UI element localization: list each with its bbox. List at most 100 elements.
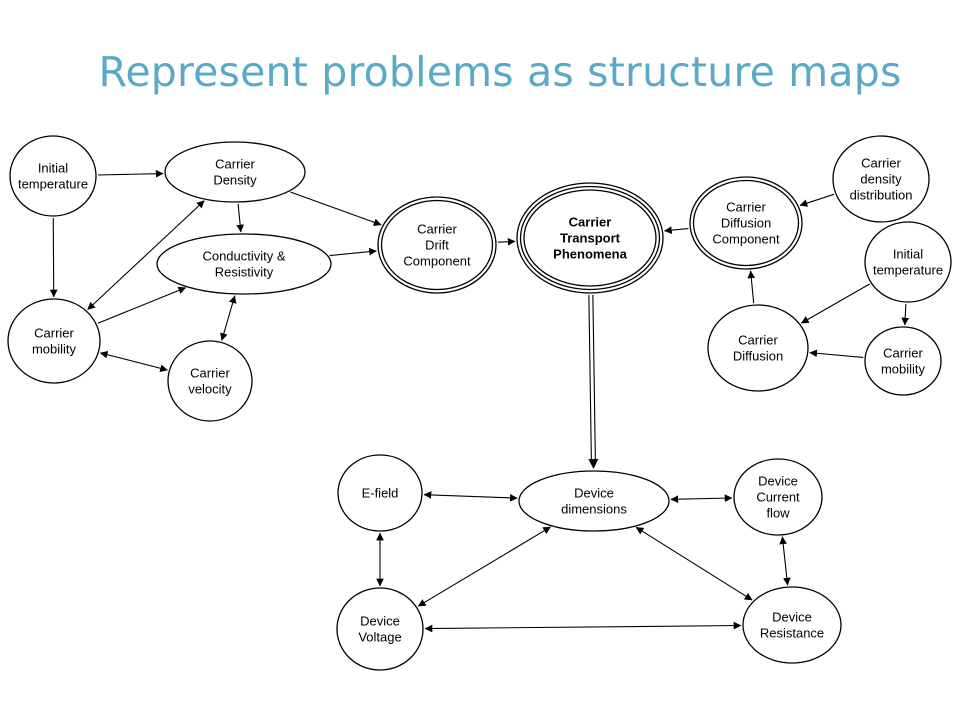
edge-carrier-diffusion-component-to-carrier-transport-phenomena — [664, 226, 689, 234]
node-label-line: Initial — [893, 247, 923, 262]
edge-carrier-mobility-left-to-conductivity-resistivity — [97, 286, 187, 324]
node-label-line: Carrier — [417, 222, 457, 237]
node-label-line: distribution — [850, 188, 913, 203]
node-label: Conductivity &Resistivity — [202, 249, 285, 280]
node-shape — [707, 304, 809, 392]
node-label-line: temperature — [873, 263, 943, 278]
node-label-line: Carrier — [738, 333, 778, 348]
node-shape — [336, 587, 424, 671]
node-shape — [377, 196, 497, 294]
node-label-line: temperature — [18, 177, 88, 192]
node-label-line: Initial — [38, 161, 68, 176]
edge-carrier-density-distribution-to-carrier-diffusion-component — [799, 193, 835, 207]
node-shape — [742, 586, 842, 664]
edge-carrier-transport-phenomena-to-device-dimensions — [588, 294, 599, 470]
edge-initial-temperature-right-to-carrier-diffusion — [801, 283, 870, 324]
node-label-line: Carrier — [883, 346, 923, 361]
node-label-line: Diffusion — [721, 216, 771, 231]
edge-device-dimensions-to-device-resistance — [635, 526, 753, 601]
edge-carrier-density-to-conductivity-resistivity — [236, 203, 244, 233]
node-label-line: Density — [213, 173, 257, 188]
node-label-line: density — [860, 172, 902, 187]
node-shape — [156, 233, 332, 295]
edge-device-voltage-to-device-resistance — [424, 621, 742, 633]
edge-carrier-density-to-carrier-mobility-left — [87, 200, 205, 311]
node-label-line: Transport — [560, 231, 621, 246]
node-label-line: Carrier — [34, 326, 74, 341]
node-shape — [733, 458, 823, 536]
edges-layer — [49, 169, 910, 633]
node-shape — [337, 454, 423, 532]
node-label-line: Current — [756, 490, 800, 505]
node-shape — [864, 221, 952, 303]
edge-device-current-flow-to-device-resistance — [779, 536, 791, 586]
node-label-line: Voltage — [358, 630, 401, 645]
edge-carrier-mobility-right-to-carrier-diffusion — [809, 349, 864, 358]
node-label-line: Diffusion — [733, 349, 783, 364]
node-label: E-field — [362, 486, 399, 501]
slide-title: Represent problems as structure maps — [98, 48, 902, 96]
node-ring — [380, 199, 494, 291]
node-label-line: mobility — [32, 342, 77, 357]
edge-carrier-mobility-left-to-carrier-velocity — [99, 350, 168, 373]
node-shape — [518, 470, 670, 532]
node-shape — [9, 135, 97, 217]
node-e-field: E-field — [337, 454, 423, 532]
node-shape — [689, 176, 803, 270]
edge-initial-temperature-right-to-carrier-mobility-right — [901, 303, 910, 326]
node-label-line: Device — [574, 486, 614, 501]
node-label-line: Resistance — [760, 626, 824, 641]
node-label-line: Carrier — [215, 157, 255, 172]
node-shape — [832, 135, 930, 223]
edge-carrier-diffusion-to-carrier-diffusion-component — [747, 270, 756, 304]
node-ring — [523, 189, 657, 287]
edge-conductivity-resistivity-to-carrier-drift-component — [329, 247, 377, 257]
node-shape — [516, 182, 664, 294]
node-label-line: flow — [766, 506, 790, 521]
node-label-line: Device — [772, 610, 812, 625]
node-label-line: mobility — [881, 362, 926, 377]
node-shape — [7, 298, 101, 384]
node-label-line: Resistivity — [215, 265, 274, 280]
edge-initial-temperature-left-to-carrier-density — [97, 169, 164, 178]
node-label-line: Drift — [425, 238, 449, 253]
node-conductivity-resistivity: Conductivity &Resistivity — [156, 233, 332, 295]
node-ring — [692, 179, 800, 267]
node-ring — [519, 185, 661, 291]
edge-carrier-drift-component-to-carrier-transport-phenomena — [497, 237, 516, 246]
node-label-line: Conductivity & — [202, 249, 285, 264]
node-label-line: Component — [403, 254, 471, 269]
node-label-line: Carrier — [569, 215, 612, 230]
node-label-line: velocity — [188, 382, 232, 397]
edge-device-dimensions-to-device-current-flow — [670, 494, 733, 504]
node-label-line: Phenomena — [553, 247, 627, 262]
edge-e-field-to-device-dimensions — [423, 491, 518, 502]
node-label-line: Carrier — [861, 156, 901, 171]
node-label-line: Carrier — [190, 366, 230, 381]
node-label-line: Device — [758, 474, 798, 489]
